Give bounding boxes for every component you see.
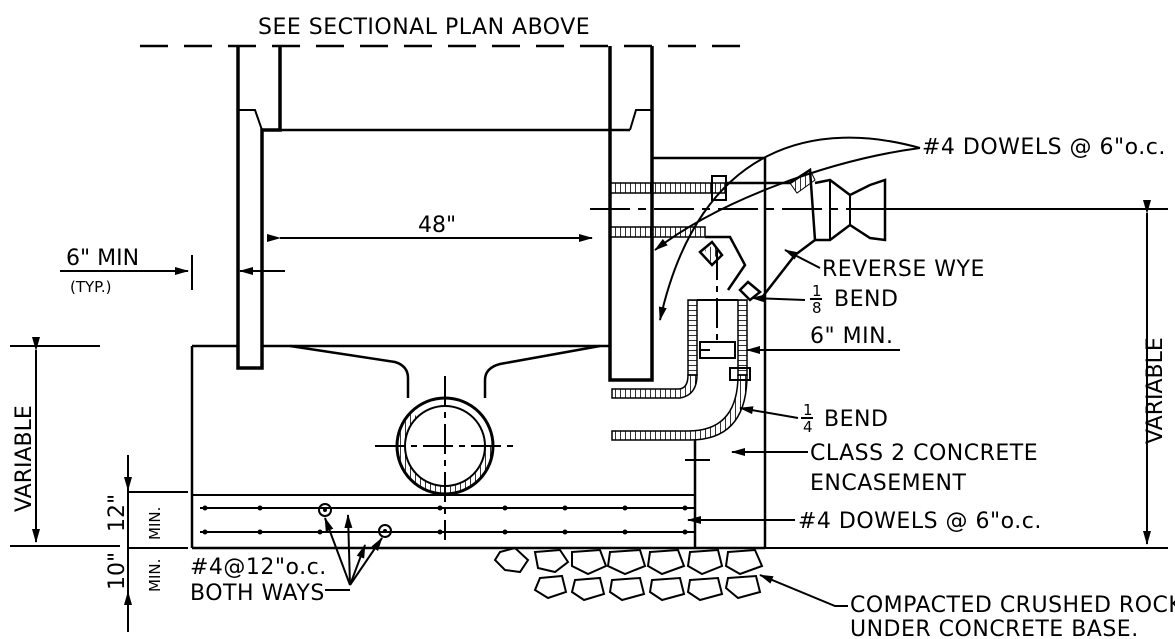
dim-wall-min-note: (TYP.) (70, 278, 112, 296)
callout-reverse-wye: REVERSE WYE (784, 249, 985, 282)
label-rebar-line2: BOTH WAYS (190, 581, 325, 606)
callout-encasement: CLASS 2 CONCRETE ENCASEMENT (731, 441, 1038, 496)
label-encasement-line1: CLASS 2 CONCRETE (810, 441, 1038, 466)
dim-base-min-label: MIN. (146, 559, 164, 592)
label-reverse-wye: REVERSE WYE (822, 257, 985, 282)
top-note: SEE SECTIONAL PLAN ABOVE (258, 15, 590, 40)
dim-slab-thickness: 12" MIN. 10" MIN. (105, 455, 188, 632)
label-eighth-bend: BEND (834, 287, 898, 312)
label-rock-line2: UNDER CONCRETE BASE. (850, 617, 1139, 639)
outlet-pipe-section (375, 376, 515, 540)
drop-pipe (611, 240, 762, 461)
dim-wall-min: 6" MIN (TYP.) (60, 246, 285, 296)
dim-right-height-text: VARIABLE (1143, 337, 1168, 444)
callout-rebar: #4@12"o.c. BOTH WAYS (190, 514, 383, 606)
dim-wall-min-text: 6" MIN (66, 246, 139, 271)
dim-left-height: VARIABLE (10, 337, 120, 547)
label-eighth-bend-den: 8 (812, 299, 822, 317)
dim-inner-width-text: 48" (418, 213, 456, 238)
label-rock-line1: COMPACTED CRUSHED ROCK (850, 593, 1175, 618)
dim-inner-width: 48" (267, 213, 593, 242)
label-quarter-bend-den: 4 (803, 418, 813, 436)
rebar-slab (200, 503, 695, 538)
label-eighth-bend-num: 1 (812, 282, 822, 300)
dim-right-height: VARIABLE (765, 200, 1168, 549)
label-rebar-line1: #4@12"o.c. (190, 555, 327, 580)
manhole-walls (236, 46, 654, 382)
callout-eighth-bend: 1 8 BEND (751, 282, 898, 317)
label-six-min-right: 6" MIN. (810, 324, 894, 349)
dim-left-height-text: VARIABLE (12, 405, 37, 512)
callout-crushed-rock: COMPACTED CRUSHED ROCK UNDER CONCRETE BA… (759, 574, 1175, 639)
callout-six-min: 6" MIN. (700, 324, 900, 354)
label-encasement-line2: ENCASEMENT (810, 471, 966, 496)
callout-dowels-upper: #4 DOWELS @ 6"o.c. (654, 135, 1166, 321)
crushed-rock (493, 546, 764, 602)
callout-dowels-lower: #4 DOWELS @ 6"o.c. (687, 509, 1042, 534)
dim-slab-min-value: 12" (105, 494, 130, 532)
concrete-base (190, 156, 767, 550)
callout-quarter-bend: 1 4 BEND (739, 401, 888, 436)
label-dowels-lower: #4 DOWELS @ 6"o.c. (798, 509, 1042, 534)
label-quarter-bend-num: 1 (803, 401, 813, 419)
dim-slab-min-label: MIN. (146, 507, 164, 540)
label-quarter-bend: BEND (824, 407, 888, 432)
dim-base-min-value: 10" (105, 552, 130, 590)
label-dowels-upper: #4 DOWELS @ 6"o.c. (922, 135, 1166, 160)
